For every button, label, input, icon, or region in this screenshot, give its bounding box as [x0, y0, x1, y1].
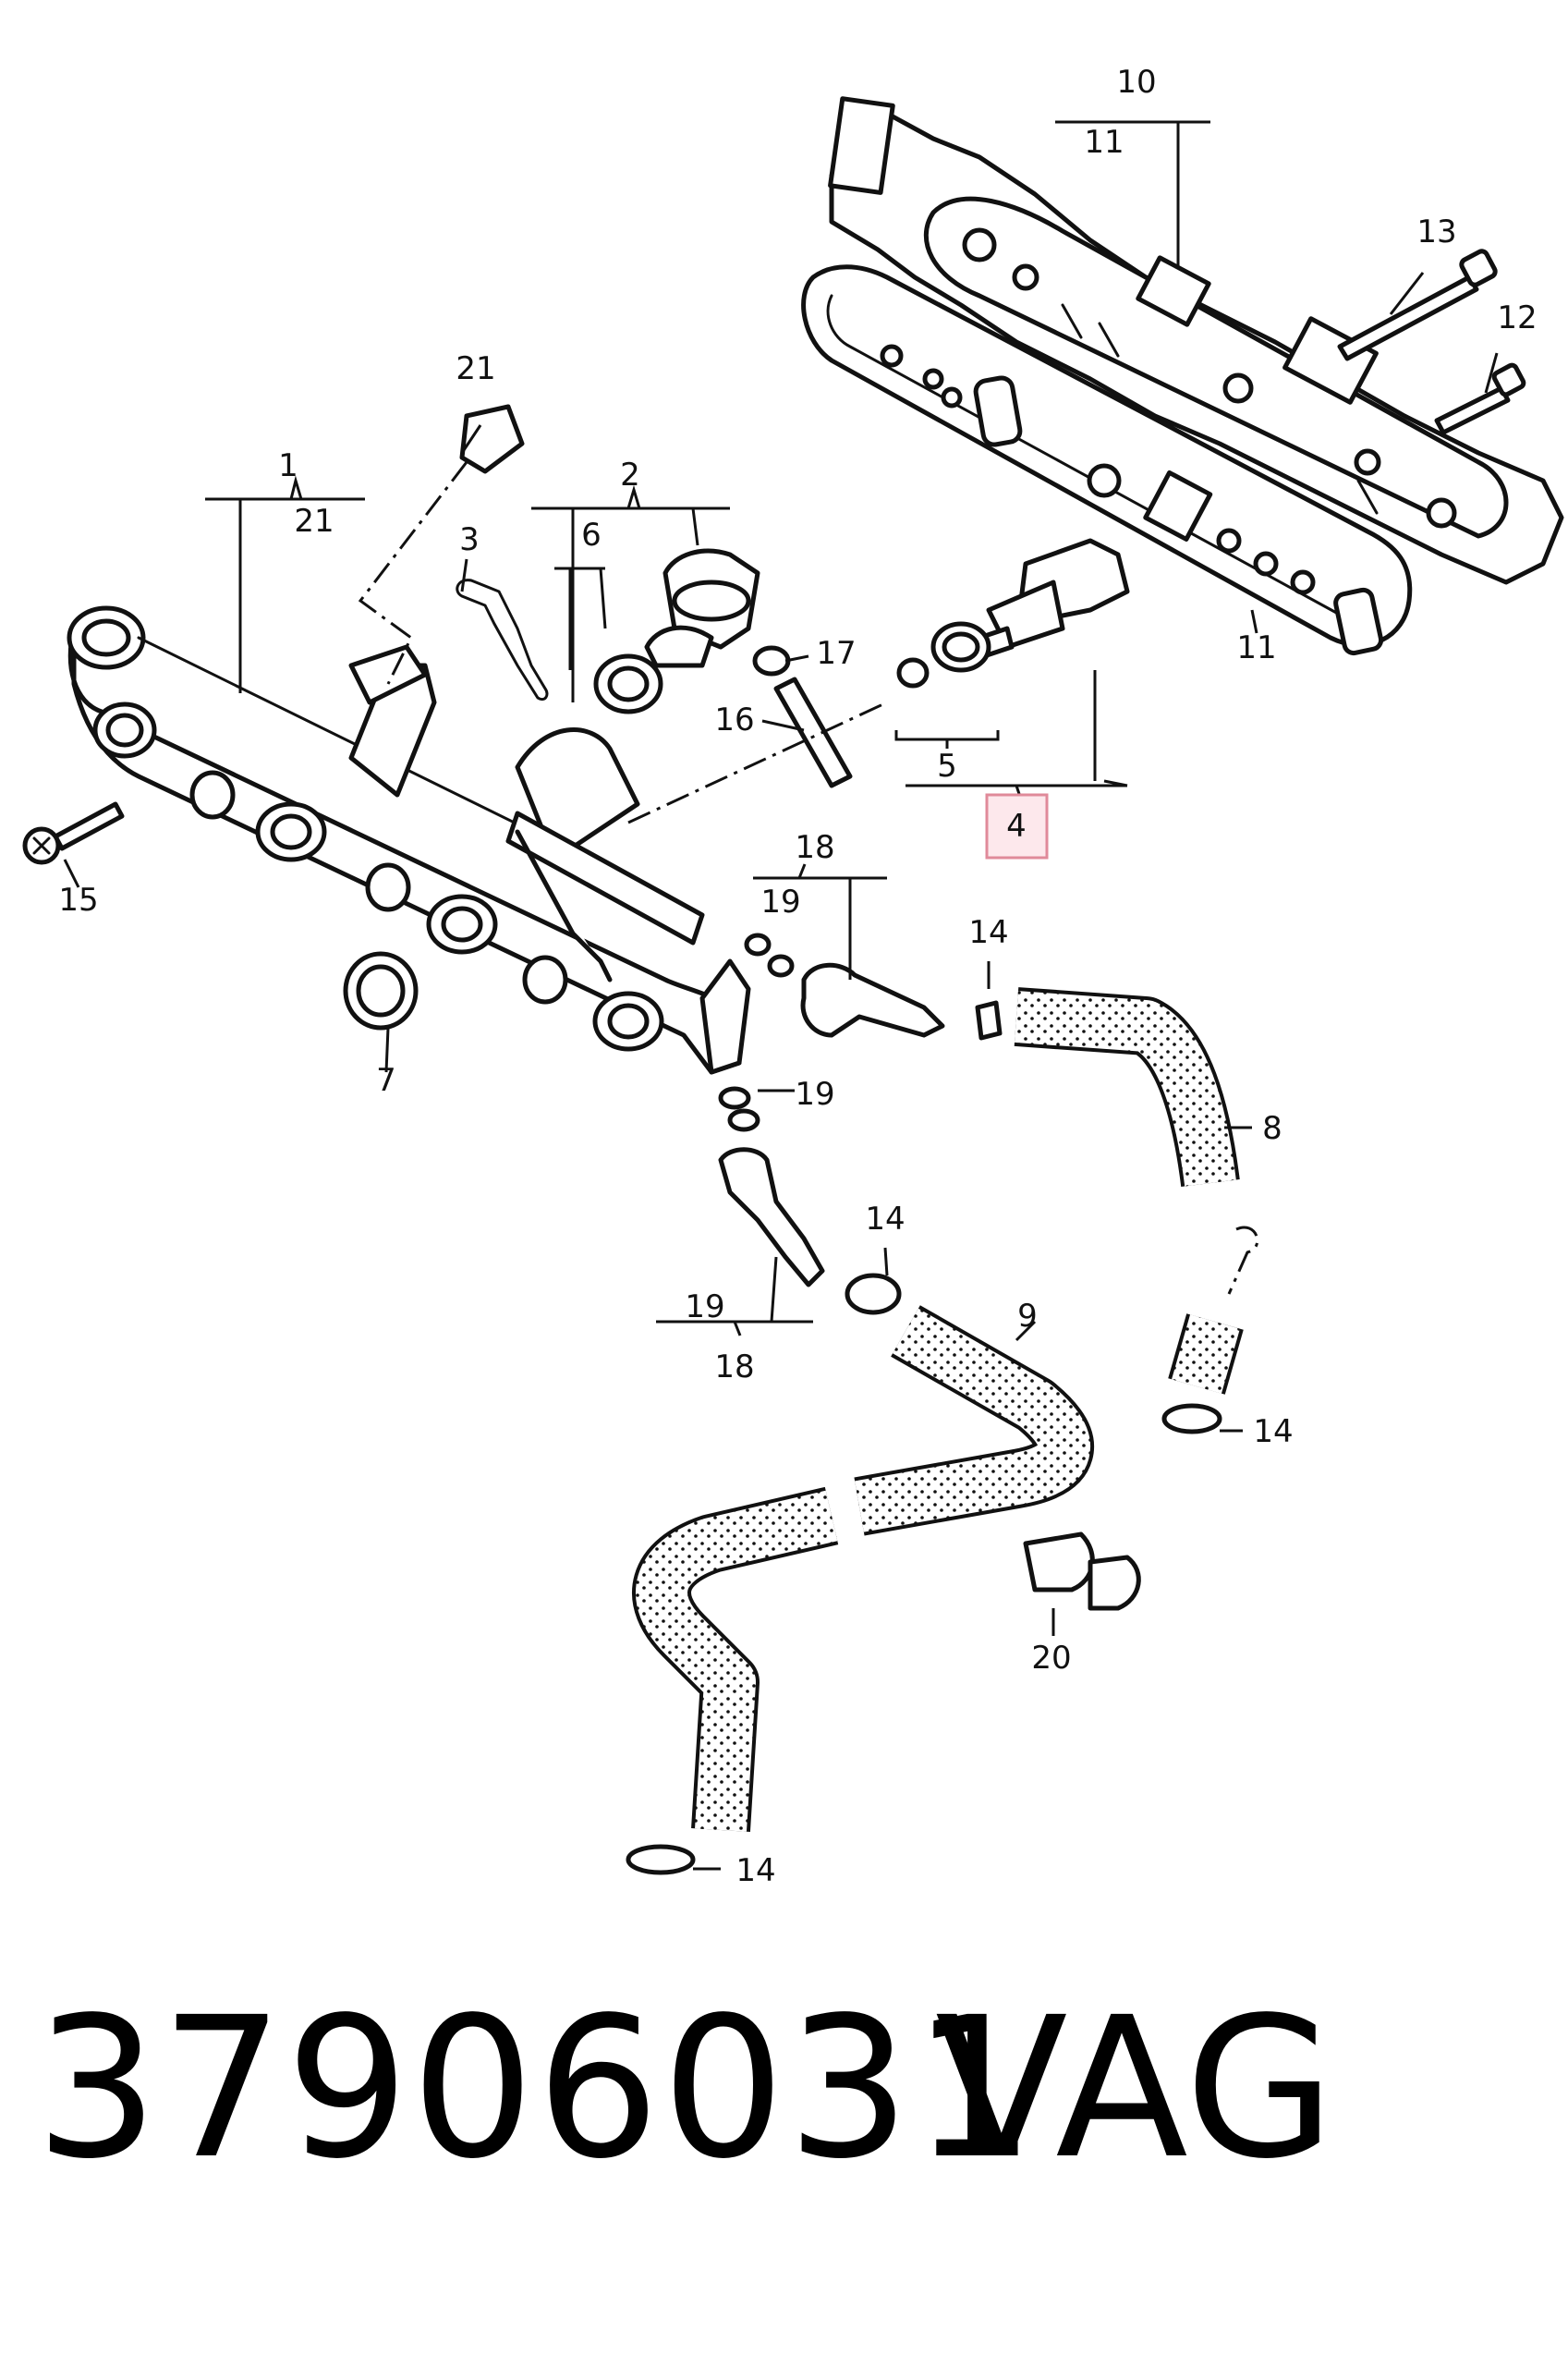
- callout-19-bracket: 19: [685, 1288, 724, 1325]
- fuel-hose-short: [1168, 1313, 1244, 1395]
- exploded-parts-diagram: 1 21 21 2 3 6 17 16 10 11 11 13 12 5 4 1…: [22, 64, 1564, 1889]
- callout-18-top: 18: [795, 829, 834, 866]
- o-ring-7: [343, 951, 419, 1031]
- callout-10: 10: [1116, 64, 1156, 101]
- callout-18-bracket: 18: [714, 1348, 754, 1385]
- callout-3: 3: [459, 521, 480, 558]
- callout-14-right: 14: [1253, 1413, 1293, 1450]
- manifold-bolt-13: [1337, 249, 1498, 361]
- return-pipe: [348, 644, 613, 982]
- o-rings-19: [718, 933, 795, 1132]
- callout-9: 9: [1017, 1298, 1038, 1335]
- callout-21-bracket: 21: [294, 503, 334, 540]
- callout-4: 4: [1006, 808, 1027, 845]
- vacuum-hose-16: [773, 677, 853, 788]
- callout-13: 13: [1416, 214, 1456, 250]
- callout-1: 1: [278, 447, 298, 484]
- callout-8: 8: [1262, 1110, 1282, 1147]
- fuel-rail: [67, 605, 751, 1075]
- bolt-15: [22, 801, 125, 865]
- intake-manifold-upper: [828, 96, 1564, 585]
- intake-manifold-gasket: [801, 264, 1413, 656]
- seal-6: [593, 653, 663, 714]
- callout-11-gasket: 11: [1236, 629, 1276, 666]
- brand-name: VAG: [935, 1975, 1335, 2202]
- callout-7: 7: [376, 1062, 396, 1099]
- seal-ring-5b: [896, 657, 930, 689]
- callout-5: 5: [937, 748, 957, 785]
- manifold-bolt-12: [1434, 362, 1526, 435]
- fuel-hose-lower: [632, 1486, 839, 1832]
- callout-15: 15: [58, 882, 98, 919]
- part-number: 37906031: [35, 1975, 1038, 2202]
- connector-18a: [800, 962, 945, 1038]
- connector-18b: [718, 1147, 825, 1287]
- fuel-hose-9: [854, 1305, 1094, 1536]
- fuel-injector: [977, 538, 1130, 659]
- callout-11-top: 11: [1084, 124, 1124, 161]
- callout-19-top: 19: [760, 884, 800, 921]
- clip-3: [456, 579, 549, 702]
- callout-14-bottom: 14: [735, 1852, 775, 1889]
- callout-17: 17: [816, 635, 856, 672]
- bracket-clamp-20: [1023, 1531, 1141, 1611]
- callout-20: 20: [1031, 1640, 1071, 1677]
- seal-ring-5a: [930, 621, 991, 673]
- fuel-pressure-regulator: [644, 548, 760, 668]
- callout-14-top: 14: [968, 914, 1008, 951]
- highlight-box: [985, 793, 1049, 860]
- hose-clamp-17: [752, 645, 791, 677]
- callout-19-mid: 19: [795, 1076, 834, 1113]
- callout-2: 2: [620, 457, 640, 494]
- callout-16: 16: [714, 702, 754, 738]
- callout-14-mid: 14: [865, 1201, 905, 1238]
- fuel-hose-8: [1014, 987, 1240, 1188]
- callout-12: 12: [1497, 299, 1537, 336]
- clamps-14: [626, 1000, 1222, 1875]
- callout-6: 6: [581, 517, 602, 554]
- callout-21-cap: 21: [456, 350, 495, 387]
